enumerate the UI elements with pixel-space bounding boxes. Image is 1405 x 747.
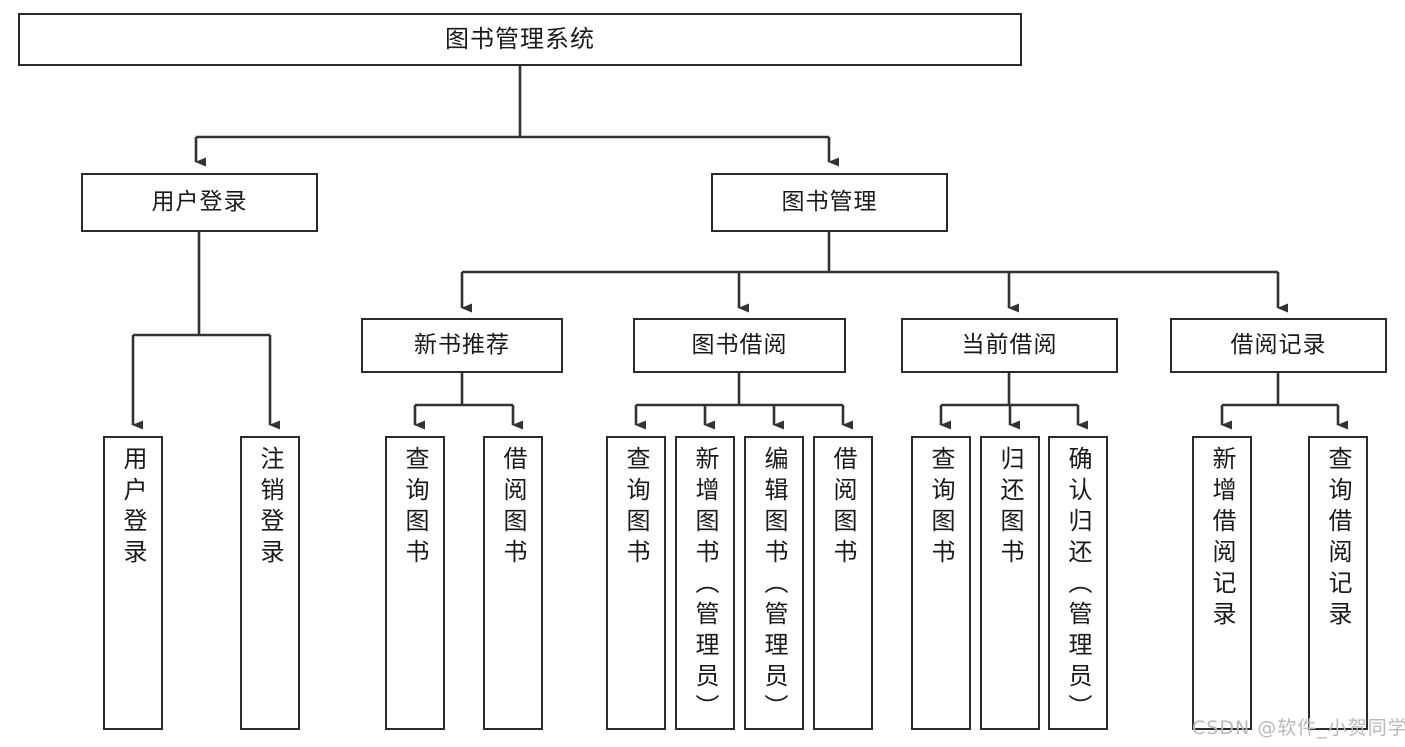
node-label: 用户登录: [119, 446, 147, 570]
node-label: 注销登录: [256, 446, 284, 570]
node-label: 查询借阅记录: [1324, 446, 1352, 632]
node-leaf-return-book[interactable]: 归还图书: [980, 436, 1040, 730]
node-label: 图书管理: [781, 188, 878, 215]
node-label: 图书借阅: [691, 331, 788, 358]
node-leaf-confirm-return[interactable]: 确认归还（管理员）: [1048, 436, 1108, 730]
node-leaf-add-record[interactable]: 新增借阅记录: [1192, 436, 1252, 730]
node-current-borrow[interactable]: 当前借阅: [901, 318, 1118, 373]
node-new-book-recommend[interactable]: 新书推荐: [361, 318, 563, 373]
node-label: 新书推荐: [414, 331, 510, 358]
node-borrow-record[interactable]: 借阅记录: [1170, 318, 1387, 373]
node-leaf-edit-book[interactable]: 编辑图书（管理员）: [744, 436, 804, 730]
node-label: 编辑图书（管理员）: [760, 446, 788, 725]
node-label: 确认归还（管理员）: [1064, 446, 1092, 725]
node-leaf-query-record[interactable]: 查询借阅记录: [1308, 436, 1368, 730]
node-leaf-add-book[interactable]: 新增图书（管理员）: [675, 436, 735, 730]
node-user-login[interactable]: 用户登录: [81, 173, 318, 232]
node-book-management[interactable]: 图书管理: [711, 173, 948, 232]
node-label: 当前借阅: [961, 331, 1058, 358]
node-label: 查询图书: [927, 446, 955, 570]
node-leaf-user-login[interactable]: 用户登录: [103, 436, 163, 730]
node-label: 借阅图书: [499, 446, 527, 570]
node-label: 新增图书（管理员）: [691, 446, 719, 725]
node-label: 借阅图书: [829, 446, 857, 570]
node-leaf-query-book-2[interactable]: 查询图书: [606, 436, 666, 730]
node-leaf-borrow-book-2[interactable]: 借阅图书: [813, 436, 873, 730]
node-leaf-logout-login[interactable]: 注销登录: [240, 436, 300, 730]
node-label: 用户登录: [151, 188, 248, 215]
node-root-book-management-system[interactable]: 图书管理系统: [18, 13, 1022, 66]
node-label: 查询图书: [401, 446, 429, 570]
node-label: 图书管理系统: [445, 25, 595, 54]
node-leaf-query-book-3[interactable]: 查询图书: [911, 436, 971, 730]
node-label: 查询图书: [622, 446, 650, 570]
node-label: 归还图书: [996, 446, 1024, 570]
node-label: 新增借阅记录: [1208, 446, 1236, 632]
node-leaf-borrow-book-1[interactable]: 借阅图书: [483, 436, 543, 730]
watermark-text: CSDN @软件_小贺同学: [1192, 717, 1405, 739]
node-book-borrow[interactable]: 图书借阅: [633, 318, 846, 373]
node-label: 借阅记录: [1230, 331, 1327, 358]
node-leaf-query-book-1[interactable]: 查询图书: [385, 436, 445, 730]
